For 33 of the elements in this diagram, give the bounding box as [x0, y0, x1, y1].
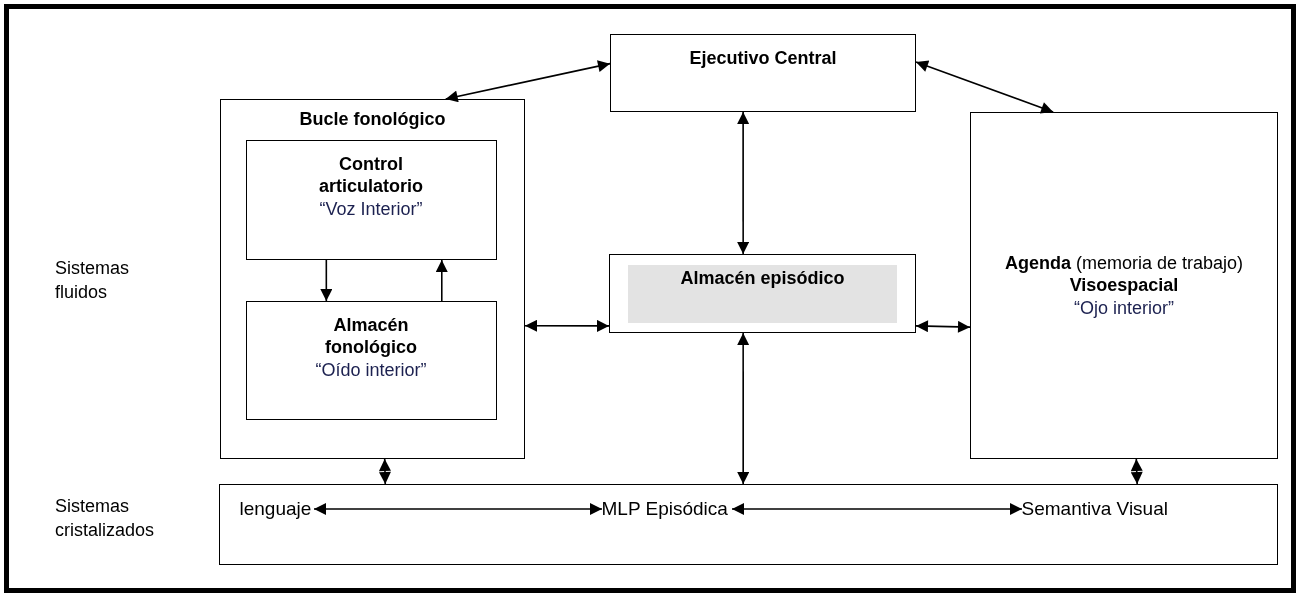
module-box: [245, 139, 497, 260]
arrow: [435, 259, 448, 302]
system-label: MLP Episódica: [601, 495, 732, 522]
module-box: [610, 34, 916, 112]
module-title: Agenda (memoria de trabajo) Visoespacial: [1003, 251, 1245, 297]
arrow: [737, 111, 750, 255]
group-box: [220, 99, 525, 459]
side-label: Sistemas fluidos: [55, 257, 131, 305]
system-label: Semantiva Visual: [1021, 495, 1172, 522]
module-subtitle: “Voz Interior”: [318, 197, 424, 220]
arrow: [915, 320, 971, 333]
module-subtitle: “Ojo interior”: [1073, 296, 1175, 320]
arrow: [915, 60, 1054, 114]
module-title: Control articulatorio: [318, 152, 424, 198]
arrow: [731, 503, 1023, 515]
module-title: Ejecutivo Central: [688, 47, 838, 70]
module-box: [609, 254, 916, 333]
side-label: Sistemas cristalizados: [55, 495, 156, 543]
arrow: [313, 503, 603, 515]
system-box: [219, 484, 1278, 565]
module-title: Almacén fonológico: [324, 313, 418, 359]
module-title: Almacén episódico: [679, 267, 846, 290]
module-title: Bucle fonológico: [298, 108, 447, 131]
arrow: [378, 458, 391, 485]
arrow: [524, 319, 610, 332]
arrow: [444, 60, 611, 103]
module-subtitle: “Oído interior”: [314, 358, 428, 381]
arrow: [320, 259, 333, 302]
module-box: [245, 300, 497, 420]
arrow: [1130, 458, 1143, 485]
module-box: [970, 112, 1278, 459]
arrow: [737, 332, 750, 485]
system-label: lenguaje: [239, 495, 314, 522]
